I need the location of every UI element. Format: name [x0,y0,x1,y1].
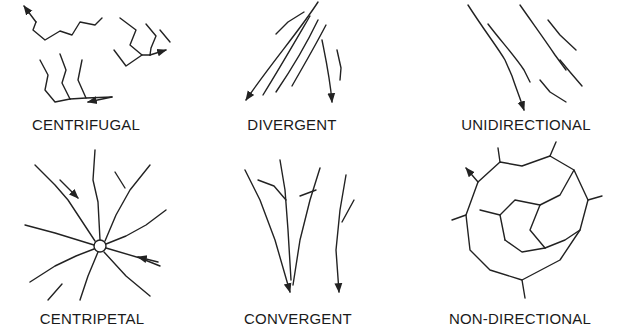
pattern-label: UNIDIRECTIONAL [461,116,590,133]
pattern-label: DIVERGENT [247,116,336,133]
non-directional-sketch [452,142,602,298]
unidirectional-sketch [468,5,582,110]
centripetal-sketch [25,150,166,300]
pattern-label: CENTRIFUGAL [32,116,140,133]
pattern-label: CONVERGENT [244,310,352,327]
pattern-label: NON-DIRECTIONAL [449,310,591,327]
centrifugal-sketch [24,6,170,102]
divergent-sketch [246,2,341,102]
pattern-label: CENTRIPETAL [40,310,144,327]
convergent-sketch [245,160,354,292]
